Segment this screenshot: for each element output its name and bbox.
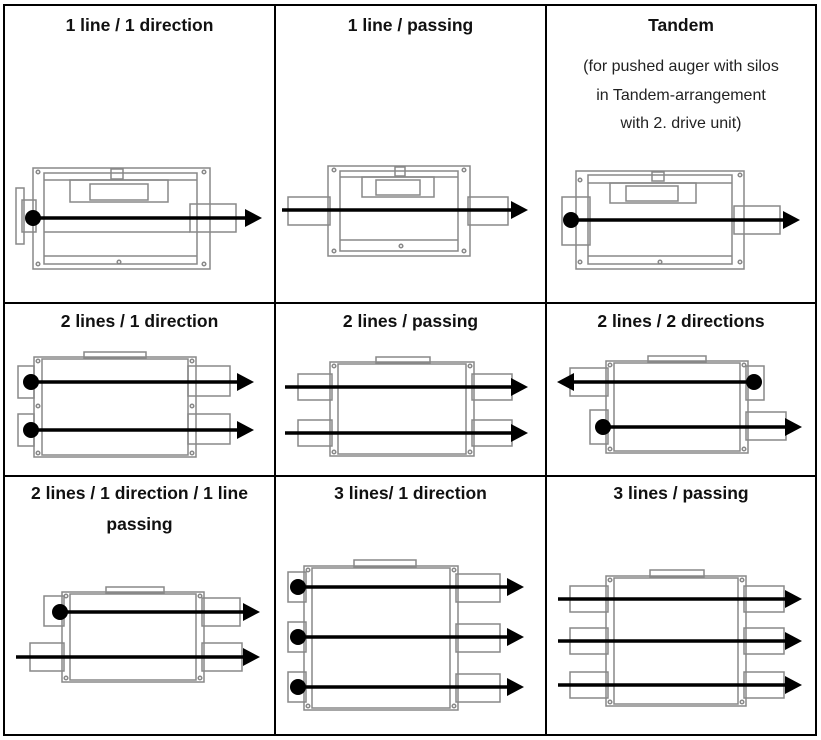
drive-block bbox=[69, 179, 169, 203]
cell-note-line-1: (for pushed auger with silos bbox=[583, 58, 779, 75]
arrow-head bbox=[785, 632, 802, 650]
top-plate bbox=[105, 586, 165, 594]
cell-1-line-1-direction: 1 line / 1 direction bbox=[5, 6, 274, 302]
cell-2-lines-2-directions: 2 lines / 2 directions bbox=[547, 304, 815, 475]
cell-3-lines-passing: 3 lines / passing bbox=[547, 477, 815, 734]
arrow-head bbox=[785, 676, 802, 694]
drive-point bbox=[290, 629, 306, 645]
top-plate bbox=[647, 355, 707, 363]
cell-3-lines-1-direction: 3 lines/ 1 direction bbox=[276, 477, 545, 734]
top-plate bbox=[353, 559, 417, 568]
drive-point bbox=[52, 604, 68, 620]
unit-2-lines-1-direction-1-line-passing bbox=[29, 586, 243, 683]
cell-2-lines-passing: 2 lines / passing bbox=[276, 304, 545, 475]
top-plate bbox=[83, 351, 147, 359]
grid-line-col-1 bbox=[274, 4, 276, 736]
unit-2-lines-2-directions bbox=[569, 355, 787, 454]
arrow-head bbox=[783, 211, 800, 229]
arrow-head bbox=[507, 578, 524, 596]
drive-cap bbox=[110, 168, 124, 180]
drive-cap bbox=[651, 171, 665, 182]
grid-line-bottom bbox=[3, 734, 817, 736]
arrow-head bbox=[785, 590, 802, 608]
flow-2-lines-1-direction-1-line-passing bbox=[16, 603, 260, 666]
flow-2-lines-passing bbox=[285, 378, 528, 442]
outer-frame bbox=[605, 360, 749, 454]
cell-title: 2 lines / passing bbox=[342, 311, 479, 331]
arrow-head bbox=[237, 373, 254, 391]
drive-inner bbox=[625, 185, 679, 202]
drive-block bbox=[609, 182, 697, 204]
flange bbox=[15, 187, 25, 245]
grid-line-left bbox=[3, 4, 5, 736]
arrow-head bbox=[507, 678, 524, 696]
flow-tandem bbox=[563, 211, 800, 229]
cell-title-line-1: 2 lines / 1 direction / 1 line bbox=[31, 483, 248, 503]
arrow-head bbox=[243, 603, 260, 621]
drive-point bbox=[595, 419, 611, 435]
arrow-head bbox=[511, 424, 528, 442]
grid-line-row-2 bbox=[3, 475, 817, 477]
top-plate bbox=[649, 569, 705, 578]
flow-2-lines-1-direction bbox=[23, 373, 254, 439]
unit-2-lines-passing bbox=[297, 356, 513, 457]
drive-point bbox=[563, 212, 579, 228]
drive-point bbox=[290, 579, 306, 595]
cell-2-lines-1-direction-1-line-passing: 2 lines / 1 direction / 1 line passing bbox=[5, 477, 274, 734]
drive-point bbox=[290, 679, 306, 695]
cell-title: 2 lines / 1 direction bbox=[60, 311, 219, 331]
arrow-head bbox=[507, 628, 524, 646]
arrow-head bbox=[511, 378, 528, 396]
drive-inner bbox=[375, 179, 421, 196]
flow-2-lines-2-directions bbox=[557, 373, 802, 436]
cell-title: 3 lines/ 1 direction bbox=[334, 483, 487, 503]
drive-point bbox=[23, 422, 39, 438]
arrow-head bbox=[237, 421, 254, 439]
cell-2-lines-1-direction: 2 lines / 1 direction bbox=[5, 304, 274, 475]
arrow-head bbox=[243, 648, 260, 666]
grid-line-row-1 bbox=[3, 302, 817, 304]
grid-line-col-2 bbox=[545, 4, 547, 736]
cell-title: 1 line / passing bbox=[347, 15, 474, 35]
grid-line-top bbox=[3, 4, 817, 6]
drive-cap bbox=[394, 166, 406, 177]
arrow-head bbox=[245, 209, 262, 227]
drive-point bbox=[746, 374, 762, 390]
arrow-head bbox=[557, 373, 574, 391]
cell-title-line-2: passing bbox=[106, 514, 173, 534]
drive-point bbox=[25, 210, 41, 226]
cell-title: 3 lines / passing bbox=[613, 483, 749, 503]
top-plate bbox=[375, 356, 431, 364]
inner-frame bbox=[613, 362, 741, 452]
inner-frame bbox=[69, 593, 197, 681]
outer-frame bbox=[33, 356, 197, 458]
outer-frame bbox=[329, 361, 475, 457]
cell-note-line-3: with 2. drive unit) bbox=[620, 115, 742, 132]
grid-line-right bbox=[815, 4, 817, 736]
drive-inner bbox=[89, 183, 149, 201]
flow-3-lines-passing bbox=[558, 590, 802, 694]
cell-tandem: Tandem (for pushed auger with silos in T… bbox=[547, 6, 815, 302]
outer-frame bbox=[61, 591, 205, 683]
drive-block bbox=[361, 176, 435, 198]
flow-1-line-passing bbox=[282, 201, 528, 219]
cell-1-line-passing: 1 line / passing bbox=[276, 6, 545, 302]
flow-3-lines-1-direction bbox=[290, 578, 524, 696]
cell-title: 2 lines / 2 directions bbox=[597, 311, 765, 331]
arrow-head bbox=[511, 201, 528, 219]
arrow-head bbox=[785, 418, 802, 436]
drive-point bbox=[23, 374, 39, 390]
unit-2-lines-1-direction bbox=[17, 351, 231, 458]
cell-title: 1 line / 1 direction bbox=[65, 15, 214, 35]
inner-frame bbox=[337, 363, 467, 455]
cell-title: Tandem bbox=[648, 15, 714, 35]
cell-note-line-2: in Tandem-arrangement bbox=[596, 87, 766, 104]
flow-1-line-1-direction bbox=[25, 209, 262, 227]
inner-frame bbox=[41, 358, 189, 456]
